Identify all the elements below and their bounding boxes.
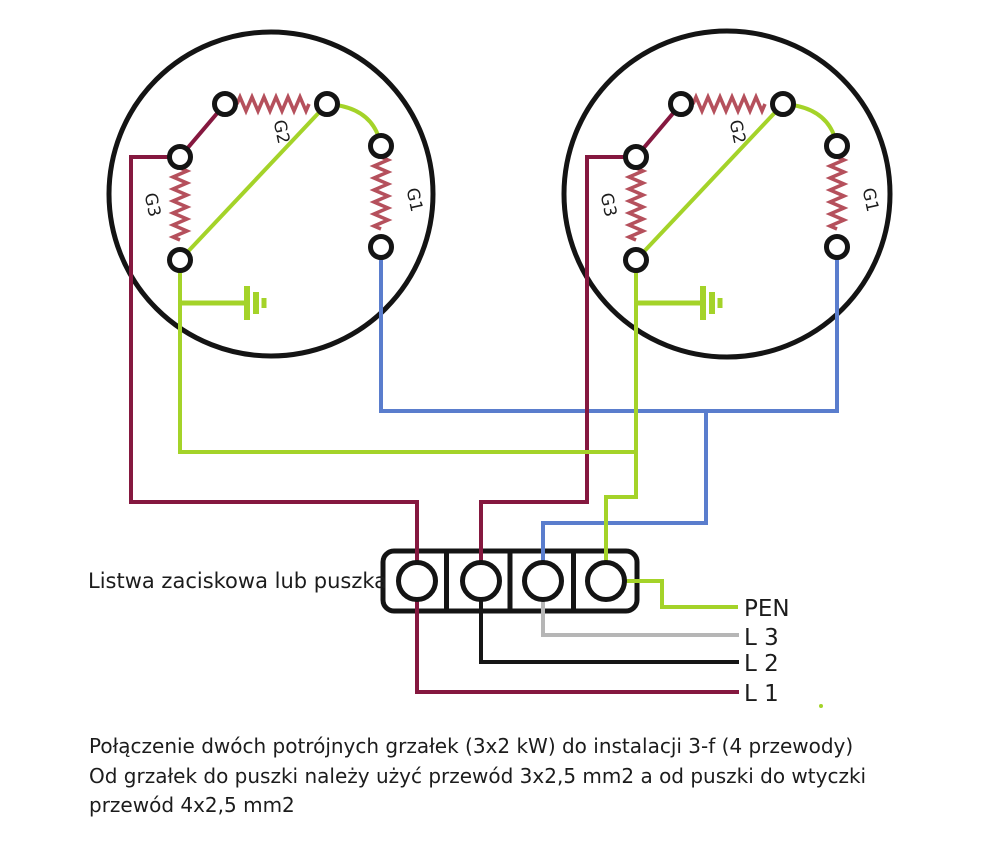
wire-l1-lead — [415, 596, 739, 694]
label-l2: L 2 — [744, 651, 779, 677]
heater1-body — [106, 29, 436, 359]
strip-terminal-3 — [522, 560, 564, 602]
heater1-terminal — [167, 247, 193, 273]
strip-terminal-1 — [396, 560, 438, 602]
caption-line-1: Połączenie dwóch potrójnych grzałek (3x2… — [89, 734, 853, 758]
heater2-jumper-green-diagonal — [634, 102, 785, 262]
wire-heater2-pen-to-terminal4 — [604, 260, 638, 566]
heater1-jumper-green-diagonal — [178, 102, 329, 262]
heater2-terminal — [623, 144, 649, 170]
terminal-strip — [380, 548, 640, 614]
strip-terminal-4 — [585, 560, 627, 602]
wire-pen-lead — [622, 579, 738, 609]
wire-blue-to-terminal3 — [541, 409, 708, 568]
label-l1: L 1 — [744, 681, 779, 707]
heater2-resistor-g1 — [828, 155, 846, 231]
heater2-terminal — [668, 91, 694, 117]
stray-mark — [819, 704, 823, 708]
heater-terminals — [167, 91, 850, 273]
heater2-label-g3: G3 — [596, 191, 621, 219]
label-pen: PEN — [744, 596, 790, 622]
heater1-terminal — [167, 144, 193, 170]
wire-l3-lead — [541, 596, 739, 637]
heater1-label-g3: G3 — [140, 191, 165, 219]
green-wires — [178, 102, 839, 708]
heater2-terminal — [824, 234, 850, 260]
heater1-terminal — [212, 91, 238, 117]
heater1-terminal — [368, 133, 394, 159]
heater2-body — [561, 28, 893, 360]
blue-wires — [379, 245, 839, 568]
heater2-label-g2: G2 — [725, 118, 750, 146]
caption-line-2: Od grzałek do puszki należy użyć przewód… — [89, 764, 866, 788]
wire-blue-bus — [379, 245, 839, 413]
heater1-resistor-g2 — [235, 95, 311, 113]
heater2-resistor-g2 — [691, 95, 767, 113]
heater1-label-g2: G2 — [269, 118, 294, 146]
heater1-terminal — [368, 234, 394, 260]
wire-l2-lead — [479, 596, 739, 664]
heater1-terminal — [314, 91, 340, 117]
heater1-resistor-g3 — [171, 166, 189, 242]
heater1-earth-icon — [180, 286, 264, 320]
black-wires — [479, 596, 739, 664]
strip-terminal-2 — [460, 560, 502, 602]
heater2-terminal — [770, 91, 796, 117]
heater2-terminal — [824, 133, 850, 159]
label-l3: L 3 — [744, 625, 779, 651]
heater2-earth-icon — [636, 286, 720, 320]
terminal-strip-label: Listwa zaciskowa lub puszka — [88, 569, 387, 593]
heater2-terminal — [623, 247, 649, 273]
terminal-strip-holes — [396, 560, 627, 602]
heater2-label-g1: G1 — [858, 186, 883, 214]
wire-heater2-to-terminal2 — [479, 155, 638, 568]
wire-heater1-pen — [178, 260, 636, 454]
heater1-resistor-g1 — [372, 155, 390, 231]
heater2-resistor-g3 — [627, 166, 645, 242]
wire-heater1-to-terminal1 — [129, 155, 419, 568]
heater1-label-g1: G1 — [402, 186, 427, 214]
gray-wires — [541, 596, 739, 637]
caption-line-3: przewód 4x2,5 mm2 — [89, 793, 295, 817]
